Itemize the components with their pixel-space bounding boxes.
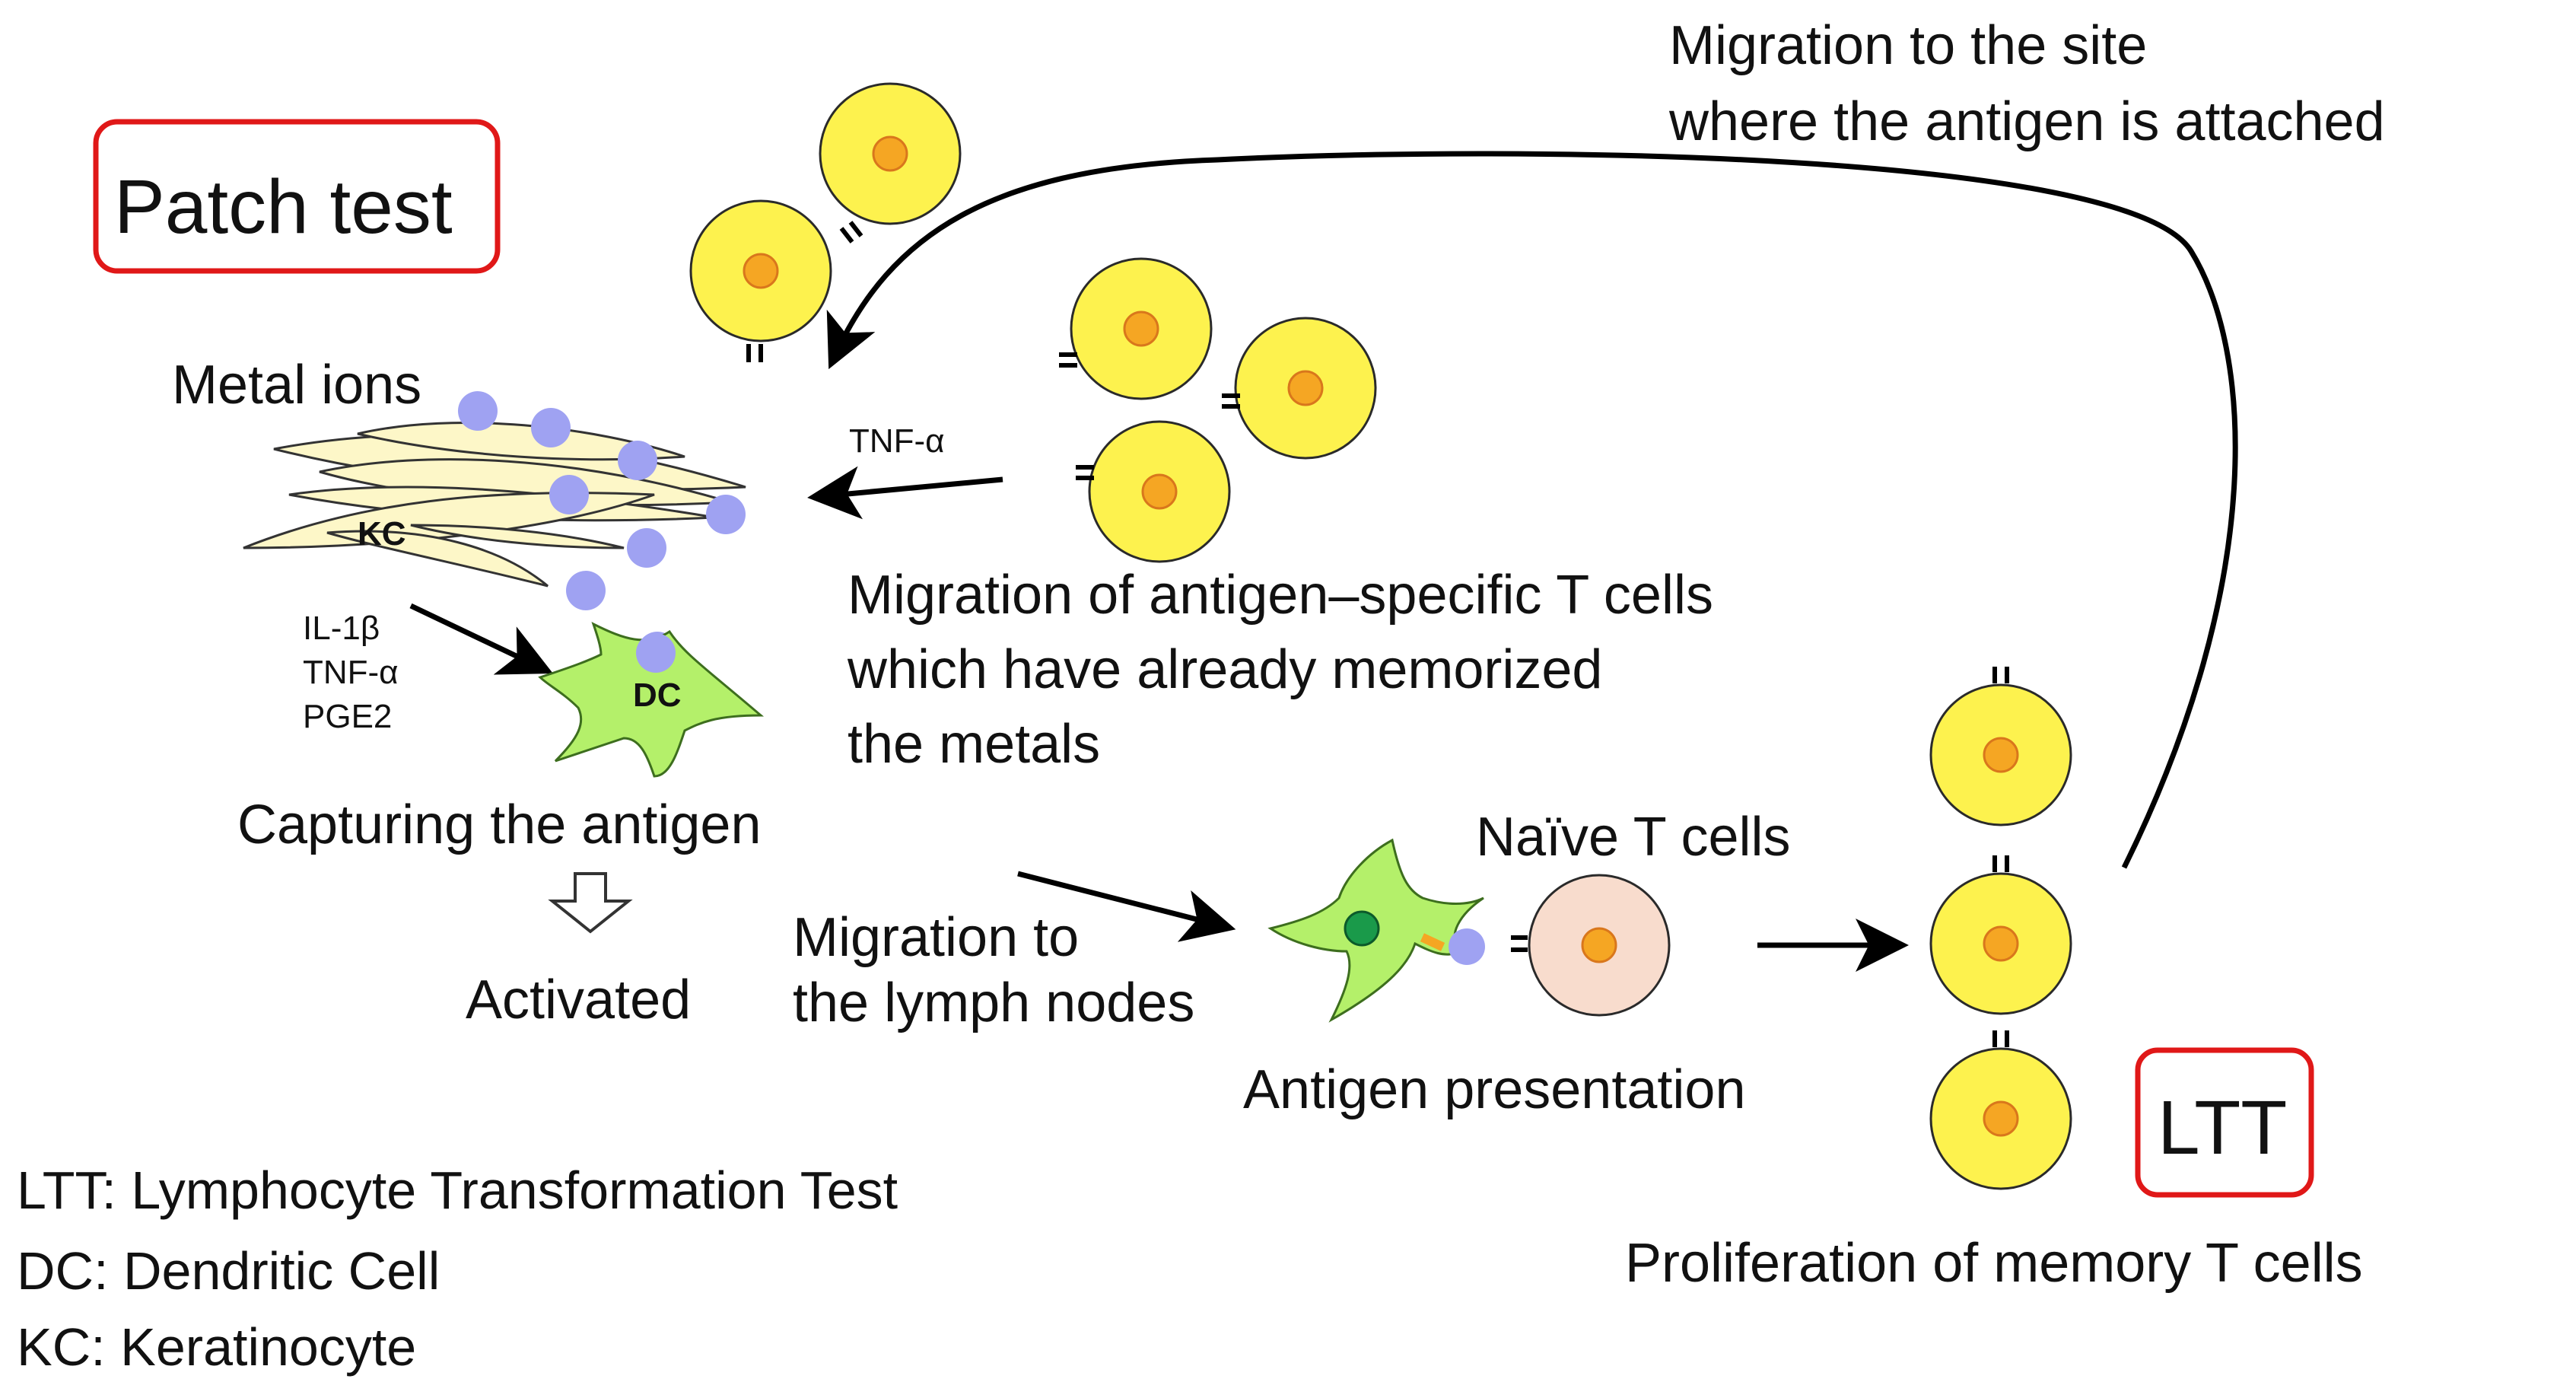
- migration-specific-line1: Migration of antigen–specific T cells: [848, 565, 1713, 626]
- legend-dc: DC: Dendritic Cell: [17, 1241, 440, 1301]
- t-cell-icon: [819, 82, 962, 244]
- arrow-cytokines-to-dc: [409, 603, 553, 675]
- patch-test-label: Patch test: [114, 164, 453, 250]
- migration-specific-line2: which have already memorized: [847, 639, 1602, 700]
- t-cell-icon: [1929, 855, 2072, 1015]
- arrow-tnf-to-skin: [807, 466, 1003, 520]
- t-cell-icon: [1076, 420, 1231, 563]
- t-cell-icon: [1222, 317, 1377, 460]
- dc-label: DC: [633, 677, 682, 714]
- hollow-down-arrow-icon: [548, 872, 633, 934]
- t-cell-icon: [1929, 667, 2072, 826]
- cytokine-pge2: PGE2: [303, 698, 392, 735]
- migration-specific-text: Migration of antigen–specific T cells wh…: [847, 565, 1713, 775]
- metal-ions-label: Metal ions: [172, 355, 421, 416]
- t-cell-icon: [1059, 257, 1213, 400]
- t-cell-icon: [689, 199, 832, 362]
- migration-lymph-line1: Migration to: [793, 907, 1079, 968]
- cytokine-tnfa: TNF-α: [303, 654, 399, 691]
- naive-t-cells-label: Naïve T cells: [1476, 807, 1791, 868]
- legend-kc: KC: Keratinocyte: [17, 1317, 416, 1377]
- ltt-label: LTT: [2158, 1085, 2287, 1170]
- abbreviation-legend: LTT: Lymphocyte Transformation Test DC: …: [17, 1161, 898, 1377]
- migration-specific-line3: the metals: [848, 714, 1100, 775]
- migration-lymph-line2: the lymph nodes: [793, 973, 1194, 1033]
- arrow-to-lymph-nodes: [1017, 871, 1236, 942]
- migration-site-line1: Migration to the site: [1669, 15, 2147, 76]
- migration-site-line2: where the antigen is attached: [1668, 91, 2385, 152]
- arrow-migration-to-site: [826, 151, 2238, 869]
- dendritic-cell-icon: [1267, 838, 1485, 1023]
- dendritic-cell-icon: DC: [538, 622, 765, 778]
- cytokine-list: IL-1β TNF-α PGE2: [303, 610, 399, 735]
- cytokine-il1b: IL-1β: [303, 610, 380, 647]
- legend-ltt: LTT: Lymphocyte Transformation Test: [17, 1161, 898, 1220]
- capturing-antigen-label: Capturing the antigen: [237, 795, 762, 855]
- patch-test-box: Patch test: [93, 119, 501, 274]
- activated-label: Activated: [466, 970, 691, 1030]
- antigen-presentation-label: Antigen presentation: [1243, 1059, 1745, 1120]
- ltt-box: LTT: [2135, 1047, 2314, 1198]
- t-cell-icon: [1929, 1030, 2072, 1190]
- keratinocyte-icon: [243, 422, 746, 588]
- kc-label: KC: [358, 515, 406, 553]
- naive-t-cell-icon: [1511, 874, 1671, 1017]
- proliferation-label: Proliferation of memory T cells: [1625, 1233, 2363, 1294]
- tnf-alpha-label: TNF-α: [849, 422, 945, 460]
